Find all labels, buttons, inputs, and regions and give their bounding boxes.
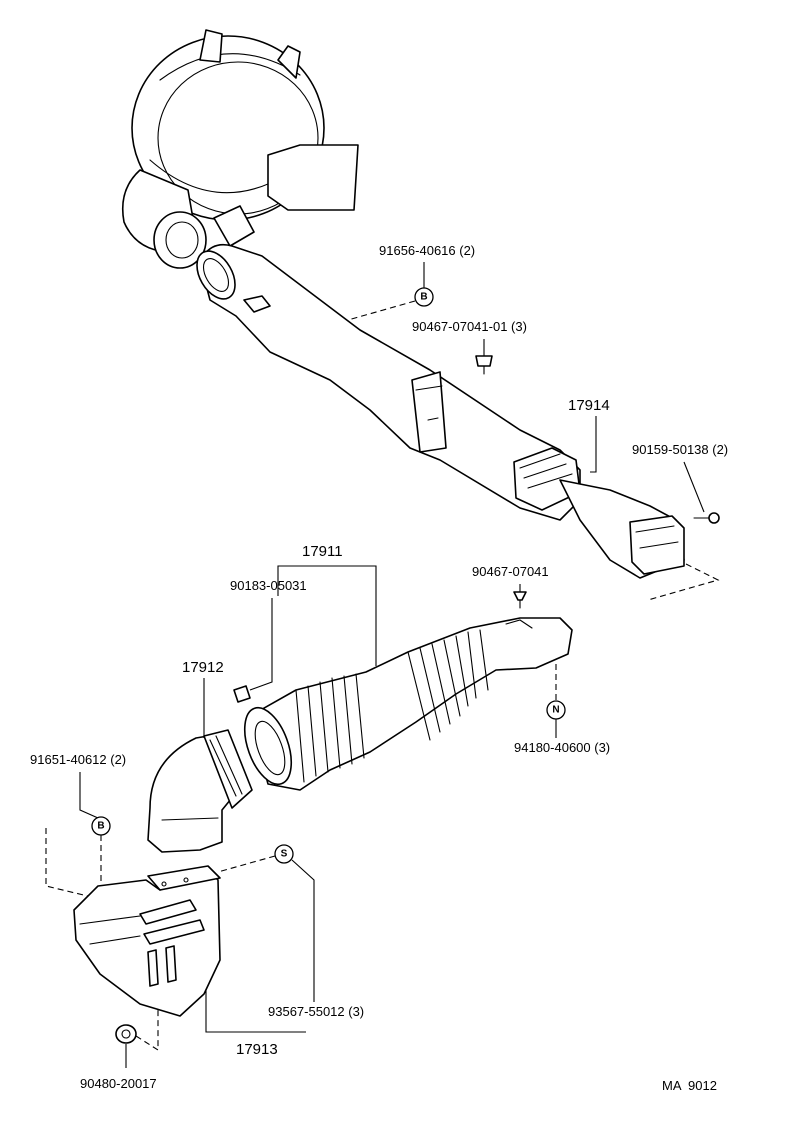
label-90467-07041: 90467-07041 — [472, 564, 549, 579]
mark-b-lower-letter: B — [97, 821, 104, 832]
label-93567-55012: 93567-55012 (3) — [268, 1004, 364, 1019]
mark-n-right-letter: N — [552, 705, 559, 716]
label-90467-07041-01: 90467-07041-01 (3) — [412, 319, 527, 334]
mark-b-upper — [414, 287, 434, 307]
label-90480-20017: 90480-20017 — [80, 1076, 157, 1091]
grommet-icon — [115, 1024, 137, 1044]
screw-upper-icon — [475, 355, 493, 375]
mark-b-upper-letter: B — [420, 292, 427, 303]
label-17911: 17911 — [302, 543, 343, 560]
hose-assembly — [243, 617, 573, 791]
upper-air-duct — [196, 243, 685, 579]
label-91656-40616: 91656-40616 (2) — [379, 243, 475, 258]
label-17913: 17913 — [236, 1041, 278, 1058]
upper-callouts: 91656-40616 (2) B 90467-07041-01 (3) 179… — [347, 243, 728, 601]
mark-s-lower-letter: S — [281, 849, 288, 860]
clip-left-icon — [233, 685, 251, 703]
elbow — [147, 729, 253, 853]
label-90183-05031: 90183-05031 — [230, 578, 307, 593]
hose-callouts: 17911 90183-05031 90467-07041 N 94180-40… — [230, 543, 610, 755]
air-cleaner-housing — [121, 29, 359, 269]
lower-callouts: S 93567-55012 (3) 17913 90480-20017 — [80, 844, 364, 1091]
screw-right-icon — [693, 512, 720, 524]
label-94180-40600: 94180-40600 (3) — [514, 740, 610, 755]
label-91651-40612: 91651-40612 (2) — [30, 752, 126, 767]
figure-code: MA 9012 — [662, 1078, 717, 1093]
lower-air-duct — [73, 865, 221, 1017]
clip-right-icon — [513, 591, 527, 609]
mark-s-lower — [274, 844, 294, 864]
label-17912: 17912 — [182, 659, 224, 676]
label-17914: 17914 — [568, 397, 610, 414]
elbow-callouts: 17912 91651-40612 (2) B — [30, 659, 224, 899]
label-90159-50138: 90159-50138 (2) — [632, 442, 728, 457]
